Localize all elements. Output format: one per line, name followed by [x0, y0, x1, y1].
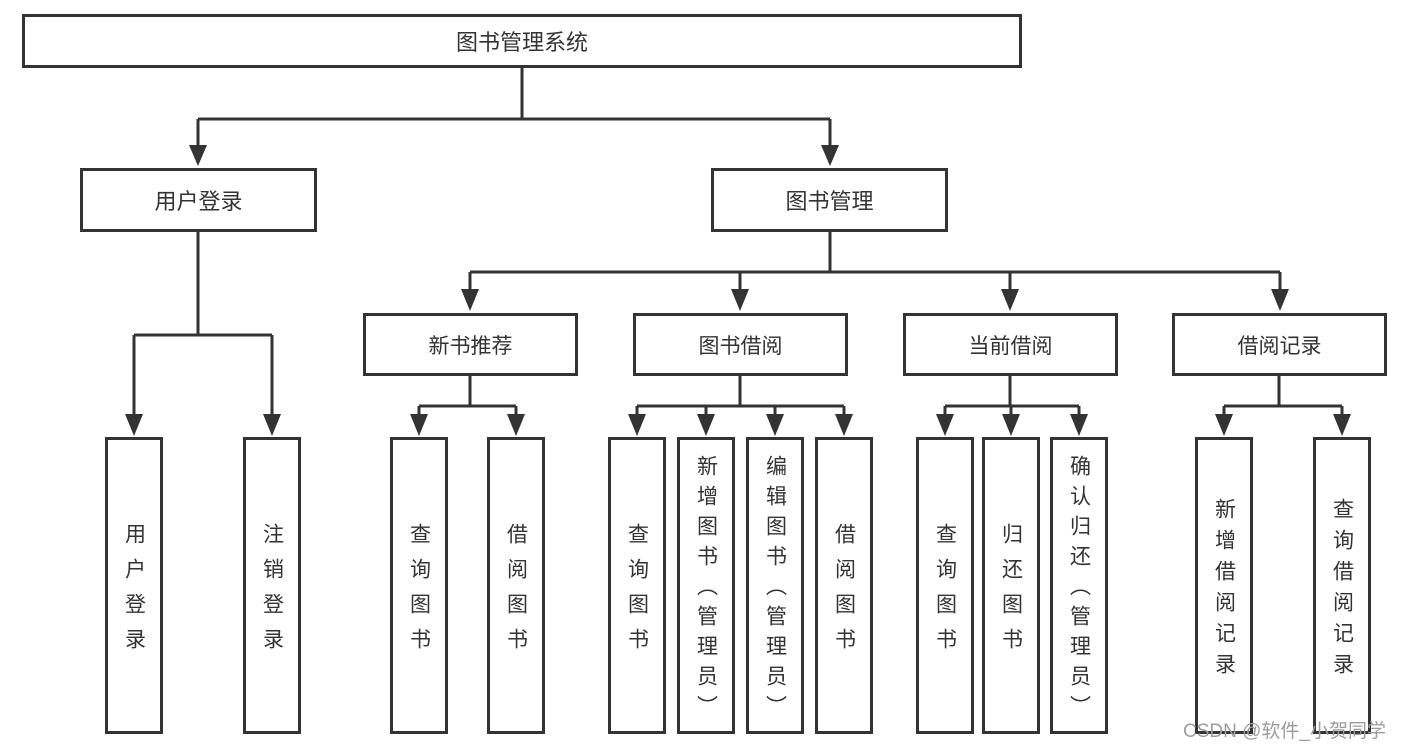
node-label: 图书管理系统 [455, 30, 588, 55]
node-label: 用户登录 [154, 189, 243, 214]
node-label: 借阅图书 [832, 522, 856, 663]
node-borrowing-records: 借阅记录 [1172, 313, 1387, 376]
node-label: 借阅记录 [1237, 334, 1322, 358]
leaf-borrow-books-recommend: 借阅图书 [487, 437, 545, 734]
node-label: 新增图书（管理员） [694, 455, 718, 725]
arrowheads [125, 145, 1351, 436]
leaf-add-books-admin: 新增图书（管理员） [677, 437, 735, 734]
leaf-search-books-recommend: 查询图书 [390, 437, 448, 734]
node-label: 图书借阅 [698, 334, 783, 358]
node-label: 当前借阅 [968, 334, 1053, 358]
node-label: 归还图书 [999, 522, 1023, 663]
node-label: 用户登录 [122, 522, 146, 663]
node-label: 新书推荐 [428, 334, 513, 358]
leaf-user-login: 用户登录 [105, 437, 163, 734]
leaf-borrow-books-borrowing: 借阅图书 [815, 437, 873, 734]
node-new-book-recommendation: 新书推荐 [363, 313, 578, 376]
node-label: 确认归还（管理员） [1067, 455, 1091, 725]
leaf-edit-books-admin: 编辑图书（管理员） [746, 437, 804, 734]
leaf-confirm-return-admin: 确认归还（管理员） [1050, 437, 1108, 734]
leaf-search-books-current: 查询图书 [916, 437, 974, 734]
node-label: 图书管理 [785, 189, 874, 214]
node-user-login: 用户登录 [80, 168, 317, 232]
node-label: 查询图书 [933, 522, 957, 663]
node-label: 查询图书 [407, 522, 431, 663]
node-current-borrowing: 当前借阅 [903, 313, 1118, 376]
node-label: 注销登录 [260, 522, 284, 663]
node-label: 借阅图书 [504, 522, 528, 663]
csdn-watermark: CSDN @软件_小贺同学 [1183, 721, 1386, 742]
leaf-add-borrow-record: 新增借阅记录 [1195, 437, 1253, 734]
leaf-search-borrow-record: 查询借阅记录 [1313, 437, 1371, 734]
leaf-logout-login: 注销登录 [243, 437, 301, 734]
node-label: 新增借阅记录 [1212, 497, 1236, 684]
node-label: 编辑图书（管理员） [763, 455, 787, 725]
node-book-borrowing: 图书借阅 [633, 313, 848, 376]
node-library-management-system: 图书管理系统 [22, 14, 1022, 68]
leaf-search-books-borrowing: 查询图书 [608, 437, 666, 734]
leaf-return-books: 归还图书 [982, 437, 1040, 734]
node-label: 查询借阅记录 [1330, 497, 1354, 684]
node-book-management: 图书管理 [711, 168, 948, 232]
node-label: 查询图书 [625, 522, 649, 663]
